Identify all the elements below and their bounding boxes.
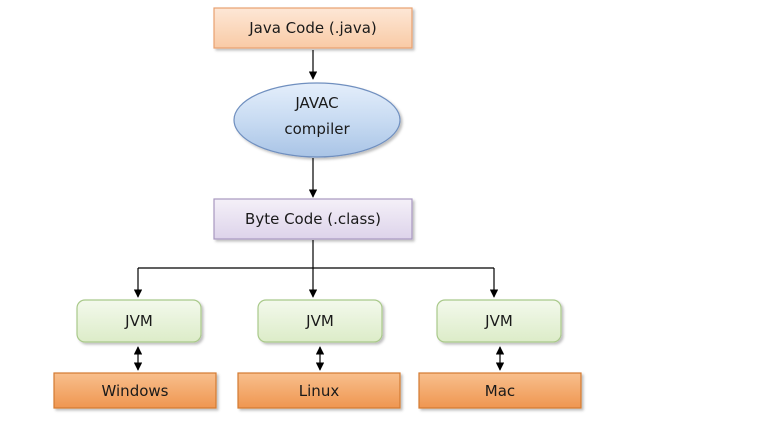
node-java-source-label: Java Code (.java) bbox=[248, 19, 377, 37]
node-platform-linux-label: Linux bbox=[299, 382, 340, 400]
node-platform-mac-label: Mac bbox=[485, 382, 515, 400]
node-jvm-1-label: JVM bbox=[124, 312, 153, 330]
node-byte-code-label: Byte Code (.class) bbox=[245, 210, 381, 228]
node-jvm-2: JVM bbox=[257, 299, 383, 343]
node-platform-linux-box bbox=[237, 372, 401, 409]
node-platform-mac: Mac bbox=[418, 372, 582, 409]
node-javac-compiler-shape bbox=[233, 82, 401, 158]
node-jvm-3: JVM bbox=[436, 299, 562, 343]
node-jvm-3-box bbox=[436, 299, 562, 343]
node-javac-compiler-line1: JAVAC bbox=[294, 94, 338, 112]
node-jvm-3-label: JVM bbox=[484, 312, 513, 330]
node-jvm-1: JVM bbox=[76, 299, 202, 343]
node-platform-windows-label: Windows bbox=[102, 382, 169, 400]
node-java-source: Java Code (.java) bbox=[213, 7, 413, 49]
node-platform-linux: Linux bbox=[237, 372, 401, 409]
node-platform-windows-box bbox=[53, 372, 217, 409]
node-platform-windows: Windows bbox=[53, 372, 217, 409]
node-jvm-2-box bbox=[257, 299, 383, 343]
node-byte-code: Byte Code (.class) bbox=[213, 198, 413, 240]
node-javac-compiler: JAVAC compiler bbox=[233, 82, 401, 158]
node-java-source-box bbox=[213, 7, 413, 49]
node-jvm-1-box bbox=[76, 299, 202, 343]
node-jvm-2-label: JVM bbox=[305, 312, 334, 330]
node-javac-compiler-line2: compiler bbox=[284, 120, 350, 138]
node-byte-code-box bbox=[213, 198, 413, 240]
node-platform-mac-box bbox=[418, 372, 582, 409]
